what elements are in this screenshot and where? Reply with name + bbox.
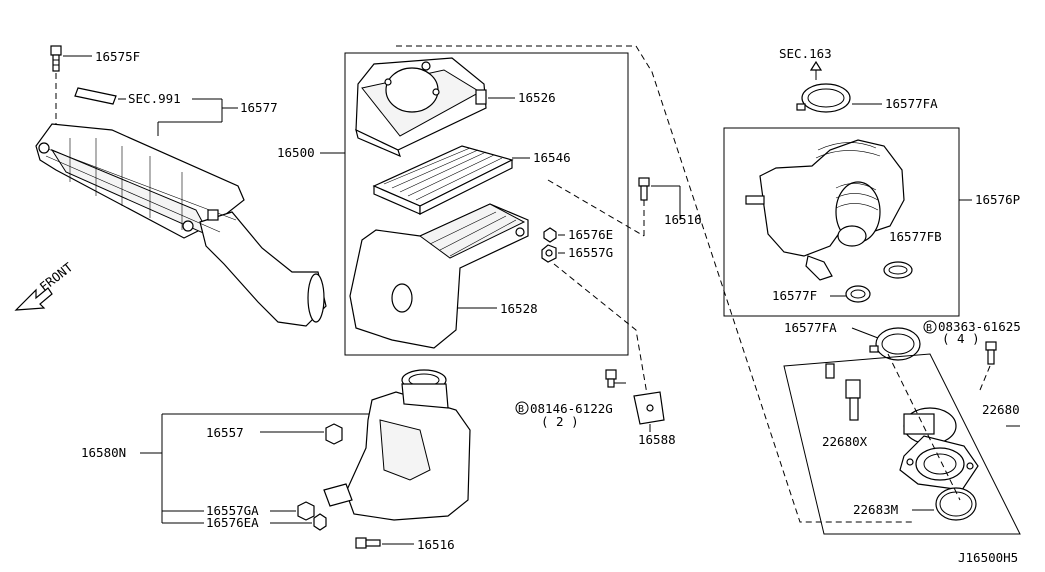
up-arrow-icon <box>809 60 823 80</box>
label-08146-qty: ( 2 ) <box>541 414 579 429</box>
label-16577F: 16577F <box>772 288 817 303</box>
bolt-16516-lower <box>355 537 381 549</box>
bolt-16575F <box>50 45 62 72</box>
front-arrow-icon <box>14 287 53 311</box>
label-16576E: 16576E <box>568 227 613 242</box>
assembly-box-22680 <box>783 353 1021 535</box>
bolt-08363-61625 <box>985 341 997 365</box>
clamp-16577F <box>845 285 871 303</box>
label-08363-qty: ( 4 ) <box>942 331 980 346</box>
sensor-22680X <box>825 363 861 421</box>
label-16576P: 16576P <box>975 192 1020 207</box>
label-16557GA: 16557GA <box>206 503 259 518</box>
filter-element-16546 <box>372 145 514 215</box>
label-16557: 16557 <box>206 425 244 440</box>
label-22680: 22680 <box>982 402 1020 417</box>
air-cleaner-cover-16526 <box>355 57 487 158</box>
label-16516-upper: 16516 <box>664 212 702 227</box>
label-front: FRONT <box>37 259 76 294</box>
label-sec991: SEC.991 <box>128 91 181 106</box>
bolt-mark-letter: B <box>518 404 524 415</box>
diagram-reference-code: J16500H5 <box>958 550 1018 565</box>
label-16546: 16546 <box>533 150 571 165</box>
grommet-16557G <box>541 244 557 263</box>
label-16516-lower: 16516 <box>417 537 455 552</box>
bolt-16516-upper <box>638 177 650 201</box>
label-16526: 16526 <box>518 90 556 105</box>
clamp-16577FB <box>883 261 913 279</box>
label-22680X: 22680X <box>822 434 868 449</box>
label-08363-61625: 08363-61625 <box>938 319 1021 334</box>
label-22683M: 22683M <box>853 502 898 517</box>
label-sec163: SEC.163 <box>779 46 832 61</box>
maf-housing-22680 <box>899 407 979 491</box>
label-16575F: 16575F <box>95 49 140 64</box>
label-16557G: 16557G <box>568 245 613 260</box>
sec991-strip <box>74 87 117 105</box>
label-16576EA: 16576EA <box>206 515 259 530</box>
bolt-mark-icon-right <box>923 320 937 334</box>
air-duct-16577 <box>35 123 327 327</box>
assembly-box-16576P <box>723 127 960 317</box>
bolt-08146-6122G <box>605 369 626 388</box>
bolt-mark-icon <box>515 401 529 415</box>
label-16577FA-top: 16577FA <box>885 96 938 111</box>
label-08146-6122G: 08146-6122G <box>530 401 613 416</box>
grommet-16557GA <box>297 501 315 521</box>
label-16580N: 16580N <box>81 445 126 460</box>
clamp-16577FA-top <box>796 83 851 113</box>
label-16577FA-mid: 16577FA <box>784 320 837 335</box>
bolt-mark-letter-right: B <box>926 323 932 334</box>
resonator-tank-16580N <box>323 369 471 521</box>
bracket-16588 <box>633 391 665 425</box>
label-16577FB: 16577FB <box>889 229 942 244</box>
resonator-duct-16576P <box>745 139 905 281</box>
nut-16576EA <box>313 513 327 531</box>
label-16588: 16588 <box>638 432 676 447</box>
air-cleaner-lower-case-16528 <box>349 203 529 349</box>
grommet-16557 <box>325 423 343 445</box>
label-16528: 16528 <box>500 301 538 316</box>
label-16577: 16577 <box>240 100 278 115</box>
assembly-box-16500 <box>344 52 629 356</box>
clamp-16577FA-mid <box>869 327 921 361</box>
label-16500: 16500 <box>277 145 315 160</box>
nut-16576E <box>543 227 557 243</box>
